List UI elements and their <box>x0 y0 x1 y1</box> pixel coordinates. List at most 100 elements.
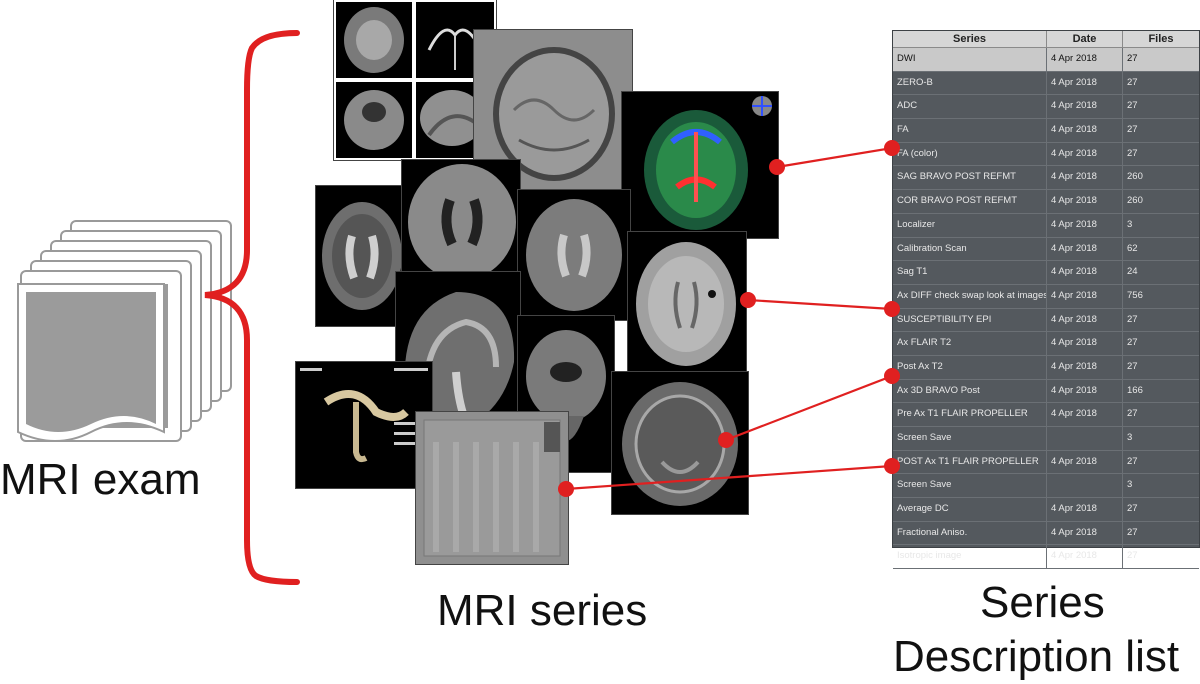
cell-date: 4 Apr 2018 <box>1047 403 1123 426</box>
mri-phase-image <box>474 30 632 190</box>
cell-files: 27 <box>1127 337 1138 349</box>
cell-date: 4 Apr 2018 <box>1047 261 1123 284</box>
cell-series: Pre Ax T1 FLAIR PROPELLER <box>893 403 1047 426</box>
mri-screen-save-image <box>416 412 568 564</box>
cell-files: 24 <box>1127 266 1138 278</box>
cell-series: Ax DIFF check swap look at images <box>893 284 1047 308</box>
mri-axial-flair-image <box>518 190 630 320</box>
cell-series: DWI <box>893 48 1047 71</box>
column-header-series[interactable]: Series <box>893 31 1047 47</box>
mri-3d-rendering-image <box>296 362 432 488</box>
mri-fa-color-image <box>622 92 778 238</box>
table-row[interactable]: Screen Save 3 <box>893 427 1199 451</box>
cell-files: 3 <box>1127 432 1133 443</box>
table-header: Series Date Files <box>893 31 1199 48</box>
cell-files: 27 <box>1127 503 1138 515</box>
cell-series: Localizer <box>893 213 1047 237</box>
cell-series: Sag T1 <box>893 261 1047 284</box>
cell-files: 27 <box>1127 526 1138 538</box>
cell-date: 4 Apr 2018 <box>1047 142 1123 166</box>
cell-date: 4 Apr 2018 <box>1047 308 1123 332</box>
cell-series: POST Ax T1 FLAIR PROPELLER <box>893 450 1047 474</box>
cell-date: 4 Apr 2018 <box>1047 119 1123 142</box>
mri-quad-image <box>334 0 496 160</box>
cell-files: 3 <box>1127 218 1133 230</box>
cell-series: Calibration Scan <box>893 237 1047 261</box>
front-document-icon <box>17 283 165 442</box>
column-header-date[interactable]: Date <box>1047 31 1123 47</box>
column-header-files[interactable]: Files <box>1148 33 1174 45</box>
cell-series: FA <box>893 119 1047 142</box>
cell-files: 260 <box>1127 195 1143 207</box>
cell-files: 27 <box>1127 455 1138 467</box>
cell-date: 4 Apr 2018 <box>1047 450 1123 474</box>
cell-date <box>1047 427 1123 450</box>
cell-date: 4 Apr 2018 <box>1047 379 1123 403</box>
mri-exam-label: MRI exam <box>0 455 201 504</box>
cell-date: 4 Apr 2018 <box>1047 71 1123 95</box>
cell-files: 27 <box>1127 147 1138 159</box>
cell-series: Screen Save <box>893 427 1047 450</box>
cell-series: Ax 3D BRAVO Post <box>893 379 1047 403</box>
mri-axial-t2-image <box>316 186 408 326</box>
table-caption-line1: Series <box>980 578 1105 627</box>
cell-files: 27 <box>1127 408 1138 420</box>
mri-axial-t1-image <box>402 160 520 278</box>
cell-series: Post Ax T2 <box>893 355 1047 379</box>
table-row[interactable]: Screen Save 3 <box>893 474 1199 499</box>
mri-susceptibility-image <box>628 232 746 376</box>
cell-series: Screen Save <box>893 474 1047 498</box>
cell-date: 4 Apr 2018 <box>1047 237 1123 261</box>
cell-files: 27 <box>1127 550 1138 562</box>
cell-files: 62 <box>1127 242 1138 254</box>
cell-date: 4 Apr 2018 <box>1047 521 1123 545</box>
cell-series: ADC <box>893 95 1047 119</box>
cell-files: 3 <box>1127 479 1133 491</box>
mri-axial-post-t1-image <box>612 372 748 514</box>
cell-files: 166 <box>1127 384 1143 396</box>
cell-files: 27 <box>1127 100 1138 112</box>
cell-date: 4 Apr 2018 <box>1047 332 1123 355</box>
cell-files: 27 <box>1127 76 1138 88</box>
cell-date: 4 Apr 2018 <box>1047 498 1123 521</box>
cell-date: 4 Apr 2018 <box>1047 545 1123 569</box>
cell-files: 27 <box>1127 313 1138 325</box>
mri-series-label: MRI series <box>437 586 648 635</box>
cell-date <box>1047 474 1123 498</box>
cell-series: Ax FLAIR T2 <box>893 332 1047 355</box>
cell-series: COR BRAVO POST REFMT <box>893 190 1047 213</box>
table-row[interactable]: FA (color)4 Apr 2018 27 <box>893 142 1199 167</box>
cell-date: 4 Apr 2018 <box>1047 213 1123 237</box>
cell-series: SAG BRAVO POST REFMT <box>893 166 1047 190</box>
cell-series: FA (color) <box>893 142 1047 166</box>
cell-date: 4 Apr 2018 <box>1047 284 1123 308</box>
cell-series: ZERO-B <box>893 71 1047 95</box>
cell-date: 4 Apr 2018 <box>1047 166 1123 190</box>
cell-date: 4 Apr 2018 <box>1047 355 1123 379</box>
table-caption-line2: Description list <box>893 632 1180 681</box>
cell-files: 260 <box>1127 171 1143 183</box>
cell-date: 4 Apr 2018 <box>1047 48 1123 71</box>
cell-series: Isotropic image <box>893 545 1047 569</box>
